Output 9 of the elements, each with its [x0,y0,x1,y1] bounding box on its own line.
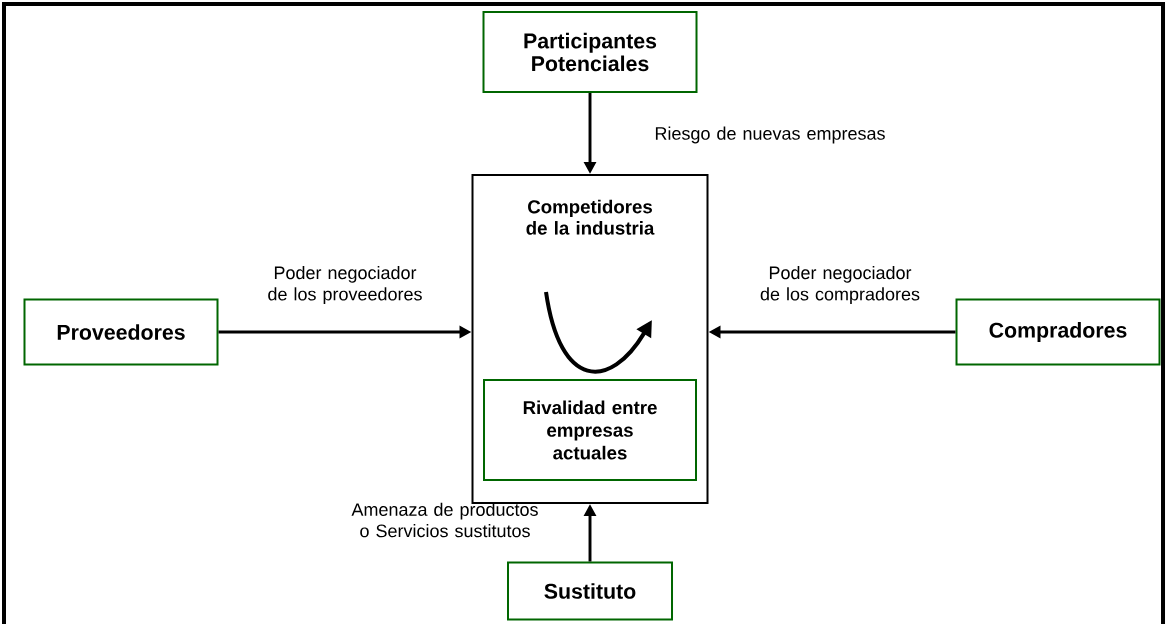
edge-label: Poder negociador de los proveedores [268,265,422,305]
supplier-box: Proveedores [23,298,219,366]
entrant-box: Participantes Potenciales [482,11,698,93]
rivalry-box: Rivalidad entre empresas actuales [483,379,697,481]
edge-label: Amenaza de productos o Servicios sustitutos [351,502,538,538]
buyer-box: Compradores [955,298,1161,366]
substitute-box: Sustituto [507,561,673,621]
edge-label: Poder negociador de los compradores [760,265,920,305]
edge-label: Riesgo de nuevas empresas [655,126,885,144]
